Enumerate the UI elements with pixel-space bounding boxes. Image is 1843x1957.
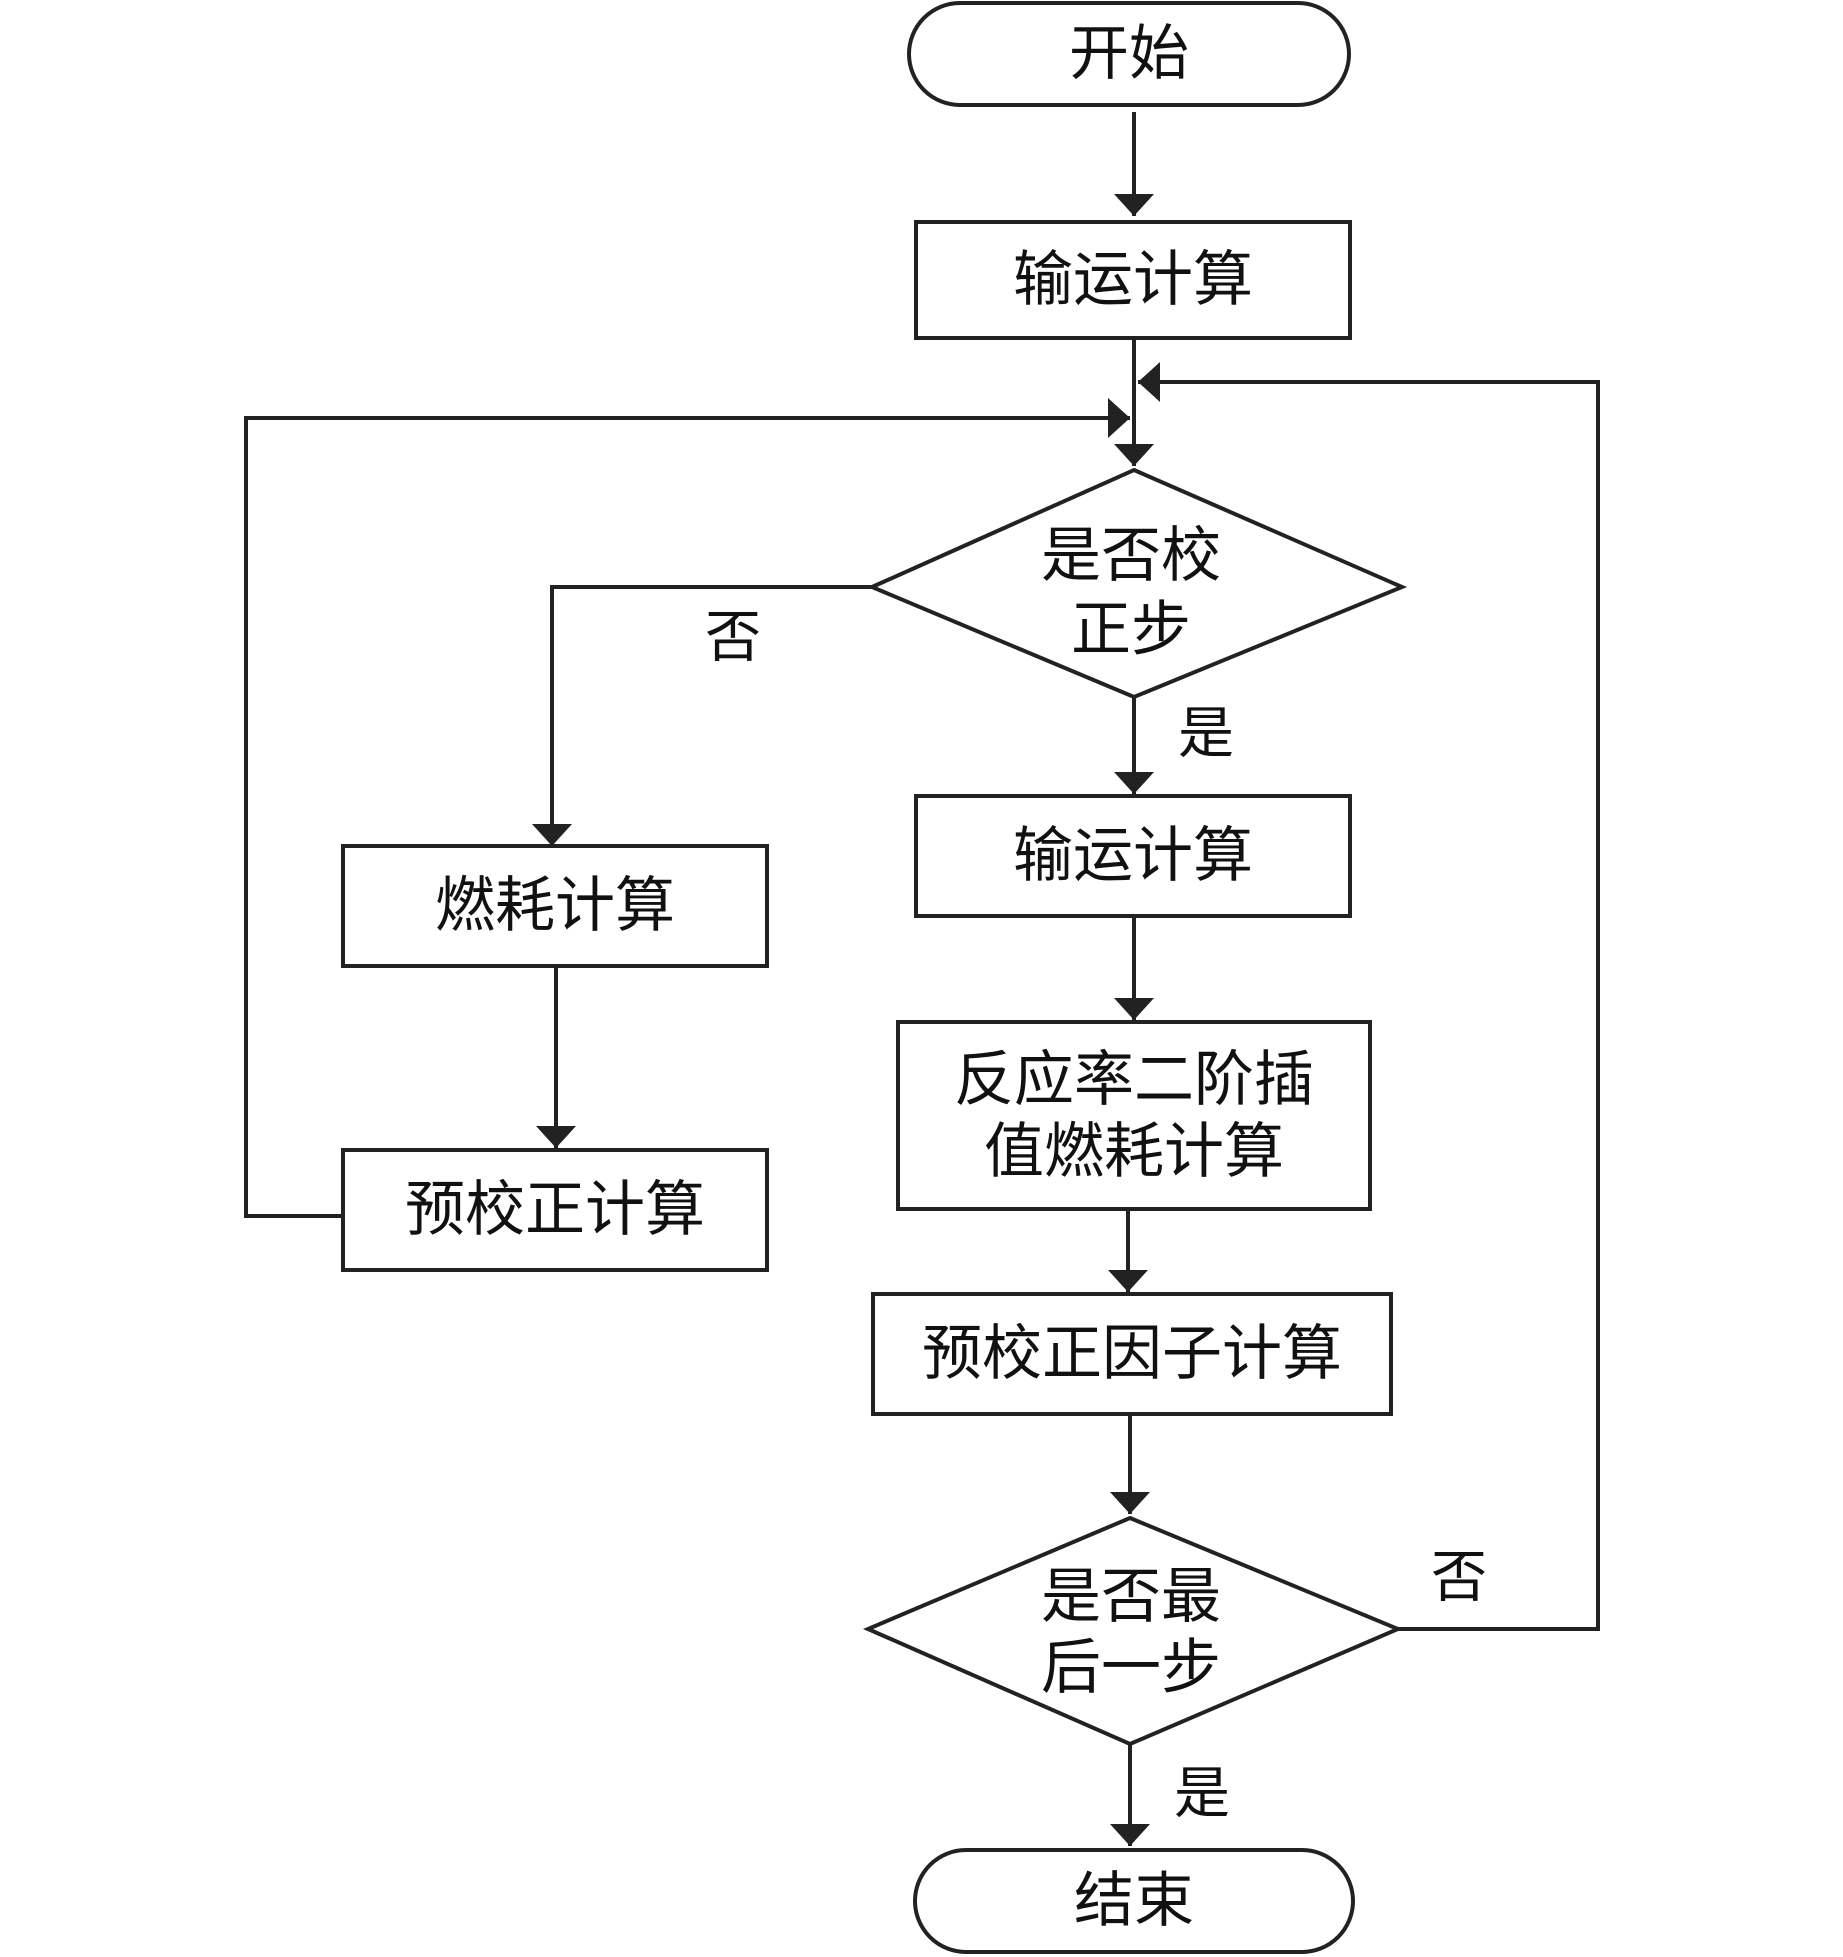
pre-correction-node: 预校正计算 xyxy=(341,1148,769,1272)
transport-calc-label-2: 输运计算 xyxy=(1013,821,1253,891)
transport-calc-node-2: 输运计算 xyxy=(914,794,1352,918)
decision-correction-label-line-1: 是否校 xyxy=(1041,521,1221,591)
decision-last-node: 是否最 后一步 xyxy=(862,1515,1404,1747)
interp-burnup-node: 反应率二阶插 值燃耗计算 xyxy=(896,1020,1372,1211)
edge-label-last-yes: 是 xyxy=(1174,1762,1230,1827)
decision-correction-node: 是否校 正步 xyxy=(866,467,1408,700)
decision-last-label-line-2: 后一步 xyxy=(1041,1633,1221,1703)
edge-label-last-no: 否 xyxy=(1431,1546,1487,1611)
interp-burnup-label-line-1: 反应率二阶插 xyxy=(954,1045,1314,1115)
decision-last-label-line-1: 是否最 xyxy=(1041,1562,1221,1632)
interp-burnup-label-line-2: 值燃耗计算 xyxy=(984,1117,1284,1187)
pre-correction-factor-label: 预校正因子计算 xyxy=(922,1319,1342,1389)
start-label: 开始 xyxy=(1069,19,1189,89)
end-label: 结束 xyxy=(1074,1866,1194,1936)
burnup-calc-label: 燃耗计算 xyxy=(435,871,675,941)
edge-label-correction-no: 否 xyxy=(705,606,761,671)
pre-correction-label: 预校正计算 xyxy=(405,1175,705,1245)
end-node: 结束 xyxy=(913,1848,1355,1954)
transport-calc-node-1: 输运计算 xyxy=(914,220,1352,340)
edge-left-loop-return xyxy=(244,398,1130,1218)
pre-correction-factor-node: 预校正因子计算 xyxy=(871,1292,1393,1416)
burnup-calc-node: 燃耗计算 xyxy=(341,844,769,968)
decision-correction-label-line-2: 正步 xyxy=(1071,595,1191,665)
start-node: 开始 xyxy=(907,1,1351,107)
edge-label-correction-yes: 是 xyxy=(1178,702,1234,767)
transport-calc-label-1: 输运计算 xyxy=(1013,245,1253,315)
edge-right-loop-return xyxy=(1138,362,1600,1631)
edge-correction-no xyxy=(532,585,872,846)
connectors xyxy=(244,112,1600,1846)
